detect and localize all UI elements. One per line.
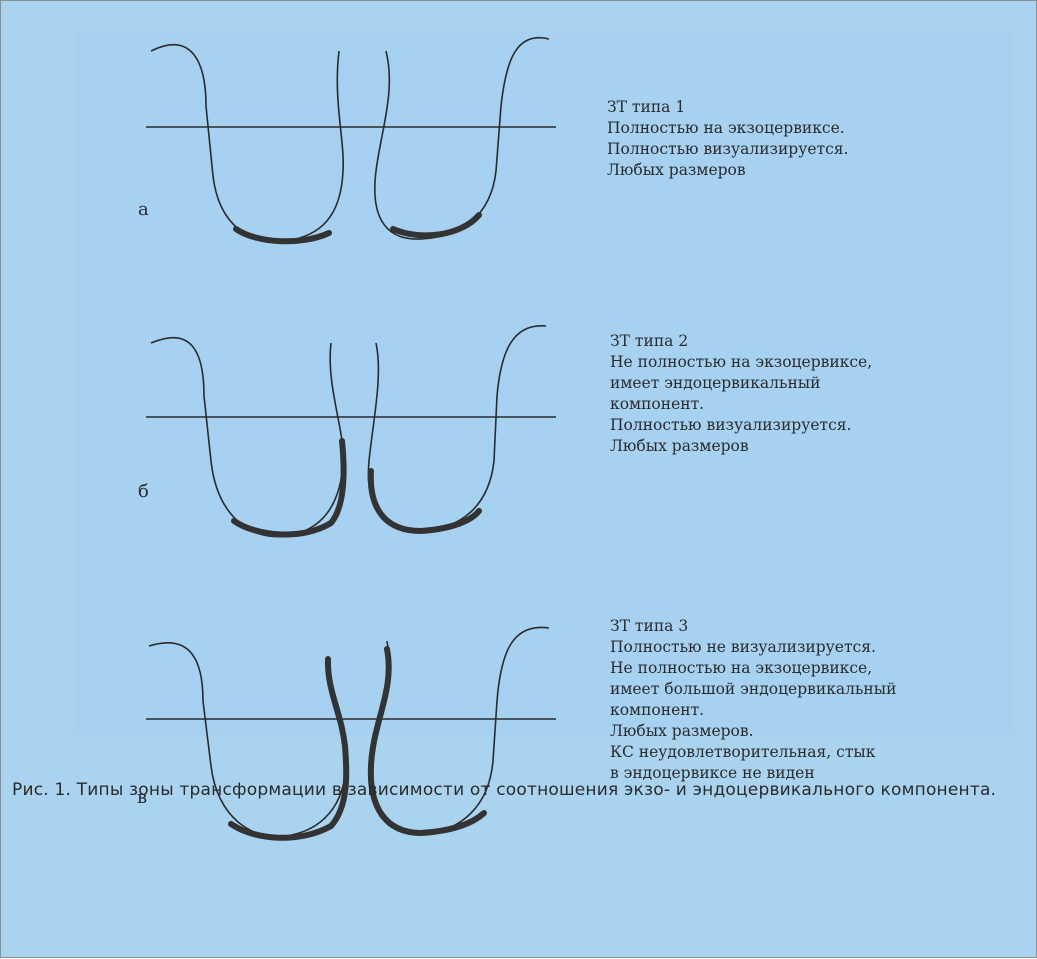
- description-line: Полностью на экзоцервиксе.: [607, 118, 848, 139]
- cervix-right-lip-a: [375, 38, 549, 239]
- description-c: ЗТ типа 3 Полностью не визуализируется. …: [610, 616, 896, 784]
- figure-caption: Рис. 1. Типы зоны трансформации в зависи…: [12, 777, 1017, 804]
- panel-label-a: а: [138, 199, 149, 220]
- description-line: Полностью визуализируется.: [607, 139, 848, 160]
- cervix-left-lip-b: [151, 338, 343, 537]
- cervix-left-lip-a: [151, 45, 343, 242]
- description-b: ЗТ типа 2 Не полностью на экзоцервиксе, …: [610, 331, 872, 457]
- description-line: Полностью визуализируется.: [610, 415, 872, 436]
- description-line: имеет эндоцервикальный: [610, 373, 872, 394]
- transformation-zone-right-a: [393, 215, 479, 235]
- description-line: Полностью не визуализируется.: [610, 637, 896, 658]
- description-line: КС неудовлетворительная, стык: [610, 742, 896, 763]
- transformation-zone-left-b: [234, 441, 344, 535]
- transformation-zone-right-c: [371, 649, 484, 833]
- cervix-right-lip-b: [368, 326, 546, 531]
- description-line: компонент.: [610, 394, 872, 415]
- panel-label-b: б: [138, 481, 149, 502]
- description-line: ЗТ типа 1: [607, 97, 848, 118]
- description-line: ЗТ типа 3: [610, 616, 896, 637]
- cervix-left-lip-c: [149, 643, 346, 837]
- description-line: Любых размеров.: [610, 721, 896, 742]
- description-line: Не полностью на экзоцервиксе,: [610, 352, 872, 373]
- description-line: Любых размеров: [610, 436, 872, 457]
- description-line: имеет большой эндоцервикальный: [610, 679, 896, 700]
- description-line: ЗТ типа 2: [610, 331, 872, 352]
- description-line: компонент.: [610, 700, 896, 721]
- transformation-zone-left-c: [231, 659, 346, 838]
- description-line: Любых размеров: [607, 160, 848, 181]
- transformation-zone-right-b: [371, 471, 479, 531]
- description-a: ЗТ типа 1 Полностью на экзоцервиксе. Пол…: [607, 97, 848, 181]
- description-line: Не полностью на экзоцервиксе,: [610, 658, 896, 679]
